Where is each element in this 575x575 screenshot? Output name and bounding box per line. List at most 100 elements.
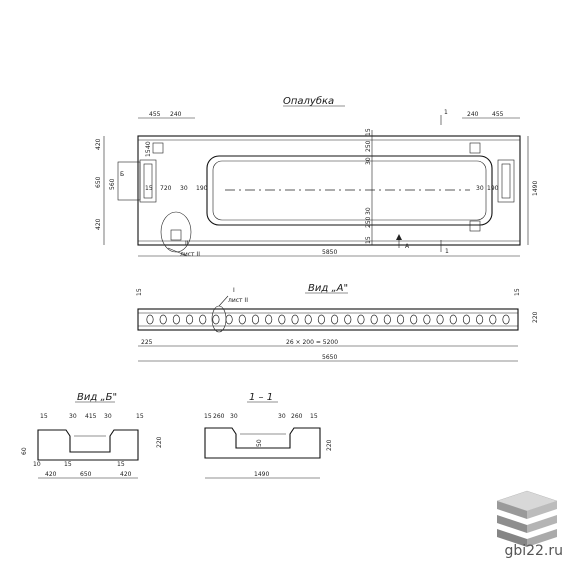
callout-I-leader [218,295,229,307]
dim-40: 40 [145,141,152,149]
view-a: Вид „А" I лист II 15 15 220 225 26 × 200… [136,283,539,362]
view-a-dim-15-right: 15 [514,288,521,296]
stacked-slabs-logo [496,490,558,547]
section-dim-1490: 1490 [254,471,269,478]
logo-slab-bot-right [527,529,557,547]
logo-slab-bot-left [497,529,527,547]
view-a-hole [331,314,339,325]
logo-slab-mid-left [497,515,527,533]
view-a-hole [251,314,260,325]
view-a-hole [423,314,431,325]
dim-15-inner: 15 [145,185,153,192]
view-b-dim-30b: 30 [104,413,112,420]
view-b-dim-15b: 15 [136,413,144,420]
dim-30-a: 30 [180,185,188,192]
view-b-dim-415: 415 [85,413,97,420]
view-a-dim-pitch: 26 × 200 = 5200 [286,339,338,346]
plan-title: Опалубка [283,95,334,107]
dim-455-right: 455 [492,111,504,118]
dim-560: 560 [109,178,116,190]
view-b-marker: Б [120,171,124,178]
dim-190-b: 190 [487,185,499,192]
view-b-dim-10: 10 [33,461,41,468]
view-a-hole [225,314,233,325]
dim-650: 650 [95,176,102,188]
cut-1-top-label: 1 [444,109,448,116]
view-b-dim-420a: 420 [45,471,57,478]
view-a-dim-220: 220 [532,311,539,323]
dim-420-bottom: 420 [95,218,102,230]
end-box-left [117,161,141,201]
view-a-hole [238,314,246,325]
view-a-hole [186,314,194,325]
view-a-hole [502,314,510,325]
view-a-hole [436,314,444,325]
view-a-hole [199,314,207,325]
end-plate-right [497,159,515,203]
view-a-dim-5650: 5650 [322,354,337,361]
section-title: 1 – 1 [249,392,273,403]
section-dim-220: 220 [326,439,333,451]
end-plate-left [139,159,157,203]
view-a-hole [159,314,167,325]
view-a-hole [449,314,457,325]
section-dim-30b: 30 [278,413,286,420]
dim-15-c1: 15 [365,128,372,136]
view-a-title: Вид „А" [308,283,348,294]
view-b-dim-30a: 30 [69,413,77,420]
view-b-dim-15c: 15 [64,461,72,468]
view-a-hole [146,314,154,325]
inner-recess-inner [212,160,487,221]
section-1-1: 1 – 1 15 260 30 30 260 15 50 220 1490 [204,392,333,479]
view-a-hole [383,314,391,325]
detail-callout-II [160,211,192,253]
inner-recess [206,155,493,226]
view-b-dim-420b: 420 [120,471,132,478]
dim-30-c2: 30 [365,207,372,215]
embed-bottom-right [469,220,481,232]
section-dim-15a: 15 [204,413,212,420]
section-dim-30a: 30 [230,413,238,420]
view-b-profile [37,429,139,461]
embed-top-right [469,142,481,154]
view-b-dim-60: 60 [21,447,28,455]
view-a-marker: А [405,243,410,250]
view-a-hole [344,314,352,325]
dim-455-left: 455 [149,111,161,118]
callout-I-label: I [233,287,235,294]
view-b-dim-15d: 15 [117,461,125,468]
callout-II-label: II [185,240,189,247]
view-a-hole [489,314,497,325]
dim-190-a: 190 [196,185,208,192]
cut-1-bottom-label: 1 [445,248,449,255]
dim-5850: 5850 [322,249,337,256]
view-a-hole [357,314,365,325]
view-a-dim-15-left: 15 [136,288,143,296]
view-a-hole [304,314,312,325]
section-dim-260b: 260 [291,413,303,420]
view-a-hole [462,314,470,325]
view-a-hole [410,314,418,325]
view-a-hole [212,314,220,325]
dim-250-c2: 250 [365,216,372,228]
logo-slab-top-right [527,501,557,519]
watermark-site: gbi22.ru [504,543,563,559]
dim-30-b: 30 [476,185,484,192]
dim-30-c1: 30 [365,157,372,165]
logo-slab-top-left [497,501,527,519]
section-dim-50: 50 [256,439,263,447]
callout-II-leader [167,247,188,257]
view-b-dim-220: 220 [156,436,163,448]
dim-15-c2: 15 [365,236,372,244]
slab-outline [137,135,521,246]
logo-slab-mid-right [527,515,557,533]
embed-bottom-left [170,229,182,241]
callout-II-sheet: лист II [180,251,200,258]
end-plate-right-inner [501,163,511,199]
view-a-beam [137,308,519,331]
dim-720: 720 [160,185,172,192]
view-b-title: Вид „Б" [77,392,117,403]
dim-250-c1: 250 [365,140,372,152]
dim-420-top: 420 [95,138,102,150]
dim-240-right: 240 [467,111,479,118]
